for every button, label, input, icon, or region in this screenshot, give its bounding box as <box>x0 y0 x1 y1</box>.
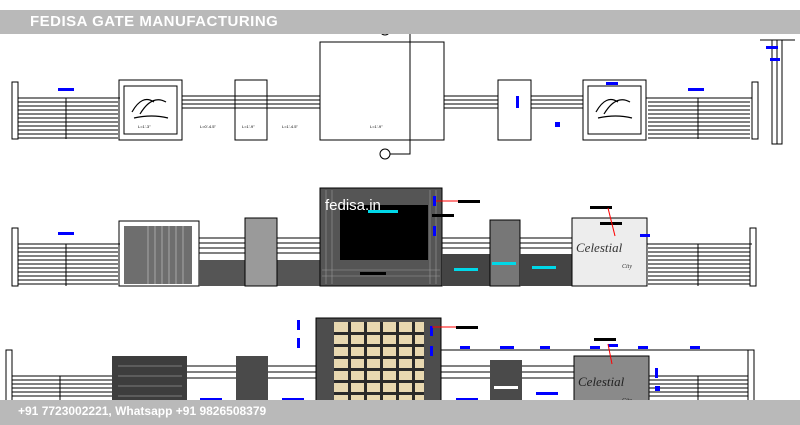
bird-logo-left-icon <box>131 99 169 119</box>
bird-logo-right-icon <box>595 99 633 119</box>
front-elevation: Celestial City <box>11 187 757 287</box>
wood-panel-left <box>124 226 192 284</box>
plan-label: L=0'-4.5" <box>200 124 216 129</box>
elev1-left-fence-slats <box>18 244 118 286</box>
plan-label: L=1'-3" <box>138 124 151 129</box>
watermark-text: fedisa.in <box>325 197 381 214</box>
elev2-right-fence-slats <box>649 376 748 400</box>
elev1-signage-panel <box>571 217 648 287</box>
plan-left-fence-slats <box>18 98 118 139</box>
plan-dimensions <box>58 46 780 127</box>
footer-banner: +91 7723002221, Whatsapp +91 9826508379 <box>0 400 800 425</box>
plan-labels: L=1'-3" L=0'-4.5" L=1'-9" L=1'-4.5" L=1'… <box>138 124 383 129</box>
plan-label: L=1'-4.5" <box>282 124 298 129</box>
elev1-signage-sub: City <box>622 264 632 270</box>
plan-center-gate <box>319 41 445 141</box>
elev2-left-fence-slats <box>12 376 112 400</box>
elev1-right-column <box>489 219 521 287</box>
section-marker-bottom-icon <box>379 148 391 160</box>
plan-view <box>11 24 795 160</box>
elev1-right-fence-slats <box>648 244 750 286</box>
plan-label: L=1'-9" <box>242 124 255 129</box>
elev2-signage-name: Celestial <box>578 374 625 389</box>
header-banner: FEDISA GATE MANUFACTURING <box>0 10 800 34</box>
elev1-signage-name: Celestial <box>576 240 623 255</box>
plan-right-fence-slats <box>648 98 750 139</box>
brand-title: FEDISA GATE MANUFACTURING <box>30 13 279 30</box>
contact-info: +91 7723002221, Whatsapp +91 9826508379 <box>18 404 267 418</box>
plan-right-pillar <box>582 79 647 141</box>
plan-label: L=1'-9" <box>370 124 383 129</box>
elev1-center-gate <box>340 205 428 260</box>
plan-left-pillar <box>118 79 183 141</box>
elev1-left-column <box>244 217 278 287</box>
